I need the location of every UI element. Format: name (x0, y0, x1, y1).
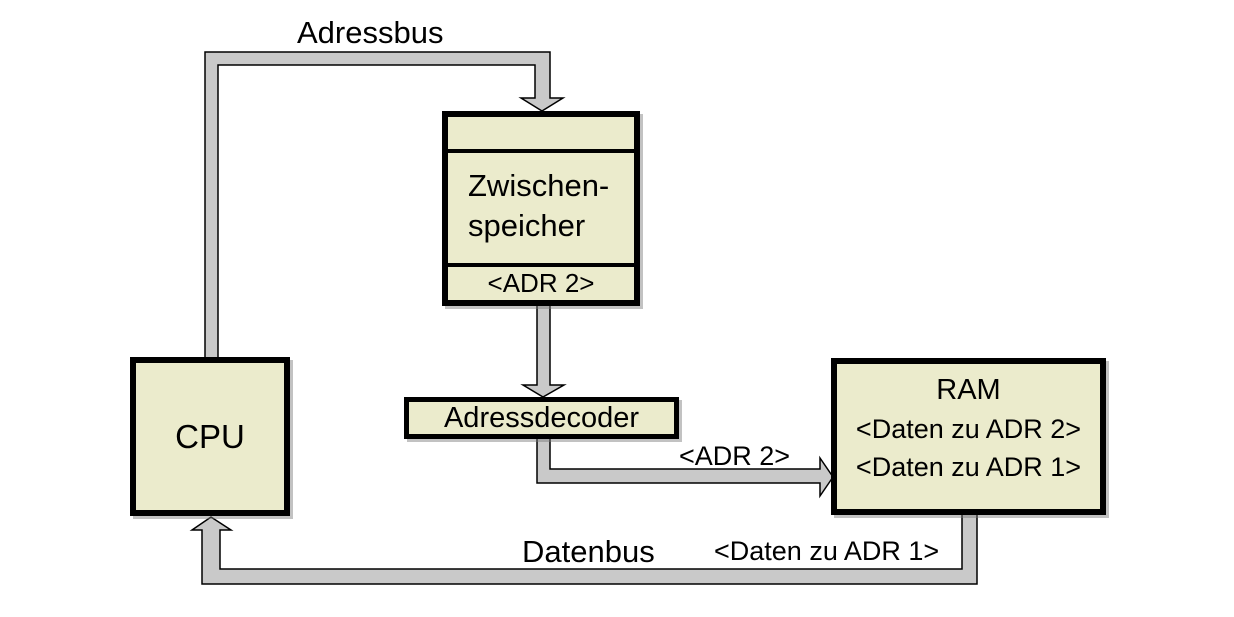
ram-entry-adr1: <Daten zu ADR 1> (855, 452, 1082, 482)
zwischenspeicher-label-line1: Zwischen- (468, 168, 610, 203)
zwischenspeicher-address-value: <ADR 2> (487, 268, 595, 298)
zwischenspeicher-name-compartment: Zwischen- speicher (448, 153, 634, 263)
datenbus-line (189, 512, 978, 585)
zwischenspeicher-box: Zwischen- speicher <ADR 2> (442, 111, 640, 306)
datenbus-label: Datenbus (522, 534, 655, 569)
ram-box: RAM <Daten zu ADR 2> <Daten zu ADR 1> (831, 358, 1106, 515)
zwischenspeicher-label-line2: speicher (468, 207, 586, 243)
ram-label: RAM (936, 374, 1001, 406)
adressdecoder-box: Adressdecoder (404, 397, 679, 439)
adressbus-label: Adressbus (297, 15, 444, 50)
cpu-label: CPU (175, 417, 245, 455)
adr2-bus-annotation: <ADR 2> (679, 441, 791, 471)
adressdecoder-label: Adressdecoder (443, 401, 640, 434)
zwischenspeicher-to-adressdecoder-arrow (520, 302, 567, 398)
compartment-divider (448, 263, 634, 267)
daten-zu-adr1-bus-annotation: <Daten zu ADR 1> (714, 536, 940, 566)
compartment-divider (448, 149, 634, 153)
zwischenspeicher-address-compartment: <ADR 2> (448, 267, 634, 300)
ram-entry-adr2: <Daten zu ADR 2> (855, 414, 1082, 444)
zwischenspeicher-empty-compartment (448, 117, 634, 149)
cpu-box: CPU (130, 357, 290, 516)
adressdecoder-to-ram-arrow (536, 435, 834, 499)
